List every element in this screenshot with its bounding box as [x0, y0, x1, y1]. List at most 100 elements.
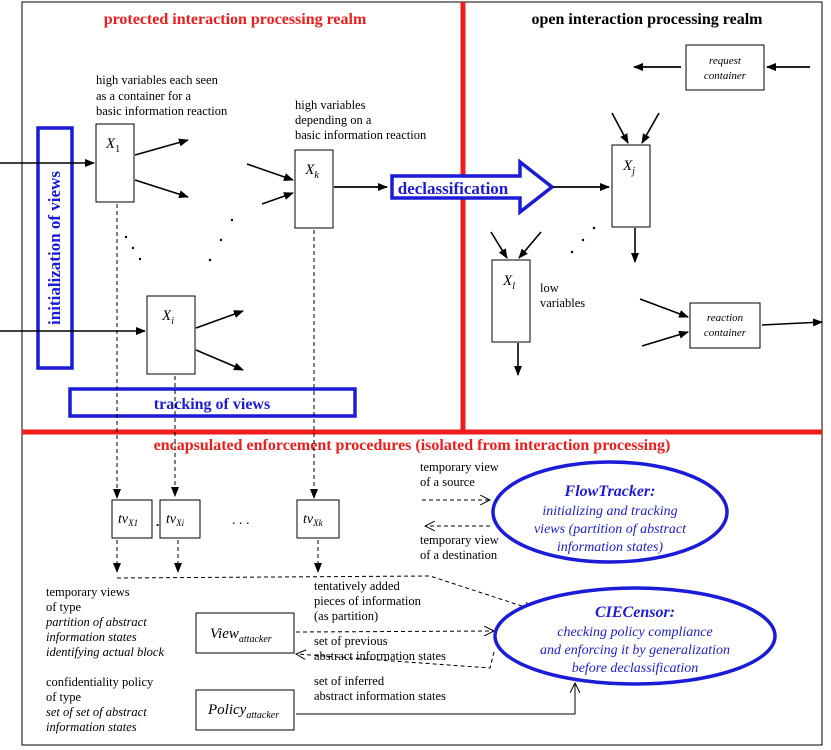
ellipsis-dots-right — [570, 226, 596, 254]
protected-realm-title: protected interaction processing realm — [104, 11, 367, 28]
xl-in-arrow-1 — [490, 231, 508, 259]
xk-box — [294, 149, 334, 229]
tracking-label: tracking of views — [154, 396, 270, 413]
temp-destination-label-2: of a destination — [420, 548, 498, 562]
reaction-container-label-2: container — [704, 327, 747, 339]
ciecensor-desc-1: checking policy compliance — [557, 625, 712, 640]
tv-x1-label: tvX1 — [118, 512, 138, 528]
xj-in-arrow-2 — [641, 112, 660, 144]
conf-policy-label: confidentiality policy of type set of se… — [46, 675, 154, 734]
svg-text:basic information reaction: basic information reaction — [96, 104, 228, 118]
xj-in-arrow-1 — [611, 112, 629, 144]
tv-dots-wide: . . . — [232, 513, 250, 528]
svg-text:tentatively added: tentatively added — [314, 579, 400, 593]
x1-label: X1 — [105, 136, 120, 155]
tentatively-label: tentatively added pieces of information … — [314, 579, 422, 623]
tv-xk-label: tvXk — [303, 512, 324, 528]
xk-in-arrow-2 — [261, 192, 294, 205]
svg-text:identifying actual block: identifying actual block — [46, 645, 164, 659]
policy-attacker-label: Policyattacker — [207, 702, 279, 721]
svg-text:partition of abstract: partition of abstract — [45, 615, 147, 629]
xk-in-arrow-1 — [246, 163, 294, 181]
temp-views-type-label: temporary views of type partition of abs… — [45, 585, 164, 659]
reaction-container-label-1: reaction — [707, 312, 744, 324]
xi-box — [146, 295, 196, 375]
reaction-in-arrow-1 — [639, 298, 689, 318]
low-variables-label-2: variables — [540, 296, 585, 310]
flowtracker-desc-2: views (partition of abstract — [534, 522, 687, 537]
ciecensor-desc-3: before declassification — [572, 661, 699, 676]
svg-text:set of previous: set of previous — [314, 634, 388, 648]
svg-text:depending on a: depending on a — [295, 113, 372, 127]
request-container-box — [685, 44, 765, 91]
declassification-label: declassification — [398, 179, 509, 198]
request-container-label-1: request — [709, 55, 742, 67]
view-tracking-lines — [113, 204, 318, 499]
svg-text:temporary views: temporary views — [46, 585, 130, 599]
xl-box — [491, 259, 531, 343]
x1-out-arrow-2 — [134, 179, 189, 199]
open-realm-title: open interaction processing realm — [532, 11, 764, 28]
view-attacker-label: Viewattacker — [210, 626, 272, 645]
ciecensor-title: CIECensor: — [595, 604, 675, 621]
xl-label: Xl — [502, 273, 515, 292]
tv-xi-box — [159, 499, 201, 539]
svg-text:(as partition): (as partition) — [314, 609, 378, 623]
svg-text:information states: information states — [46, 720, 137, 734]
high-container-label: high variables each seen as a container … — [96, 73, 228, 118]
reaction-in-arrow-2 — [641, 330, 689, 347]
xl-in-arrow-2 — [518, 231, 542, 259]
flowtracker-ellipse — [491, 460, 729, 564]
flowtracker-desc-1: initializing and tracking — [542, 504, 677, 519]
xk-label: Xk — [304, 162, 319, 181]
x1-out-arrow-1 — [134, 138, 189, 156]
temp-source-label-1: temporary view — [420, 460, 499, 474]
reaction-container-box — [689, 302, 761, 349]
svg-text:abstract information states: abstract information states — [314, 649, 446, 663]
set-inferred-label: set of inferred abstract information sta… — [314, 674, 446, 703]
svg-text:confidentiality policy: confidentiality policy — [46, 675, 154, 689]
temp-destination-label-1: temporary view — [420, 533, 499, 547]
tv-xk-box — [296, 499, 340, 539]
xj-box — [611, 144, 651, 228]
request-container-label-2: container — [704, 70, 747, 82]
policy-to-censor-arrow — [296, 683, 575, 715]
declassification-arrow — [390, 158, 555, 216]
svg-text:of type: of type — [46, 600, 82, 614]
xj-label: Xj — [622, 158, 635, 177]
svg-text:set of set of abstract: set of set of abstract — [46, 705, 147, 719]
svg-text:high variables each seen: high variables each seen — [96, 73, 219, 87]
initialization-label: initialization of views — [45, 171, 64, 325]
policy-attacker-box — [195, 689, 295, 731]
ellipsis-dots-left — [124, 218, 234, 262]
tv-x1-box — [111, 499, 153, 539]
view-to-censor-arrow — [295, 631, 494, 632]
xi-out-arrow-2 — [195, 349, 244, 371]
flowtracker-desc-3: information states) — [557, 540, 664, 555]
enforcement-title: encapsulated enforcement procedures (iso… — [154, 437, 671, 454]
svg-text:high variables: high variables — [295, 98, 366, 112]
high-depending-label: high variables depending on a basic info… — [295, 98, 427, 142]
svg-text:pieces of information: pieces of information — [314, 594, 422, 608]
ciecensor-ellipse — [493, 586, 777, 686]
xi-out-arrow-1 — [195, 310, 244, 329]
outer-frame — [21, 1, 823, 746]
set-previous-label: set of previous abstract information sta… — [314, 634, 446, 663]
svg-text:abstract information states: abstract information states — [314, 689, 446, 703]
flowtracker-title: FlowTracker: — [564, 483, 656, 500]
svg-text:as a container for a: as a container for a — [96, 89, 192, 103]
initialization-box — [36, 126, 74, 370]
svg-text:of type: of type — [46, 690, 82, 704]
svg-text:information states: information states — [46, 630, 137, 644]
reaction-out-arrow — [761, 318, 823, 327]
svg-text:set of inferred: set of inferred — [314, 674, 385, 688]
xi-label: Xi — [161, 308, 174, 327]
view-attacker-box — [195, 612, 295, 654]
low-variables-label-1: low — [540, 281, 559, 295]
ciecensor-desc-2: and enforcing it by generalization — [540, 643, 730, 658]
tv-to-censor-lines — [113, 540, 534, 610]
temp-source-label-2: of a source — [420, 475, 475, 489]
svg-text:basic information reaction: basic information reaction — [295, 128, 427, 142]
censor-to-view-arrow — [296, 652, 495, 669]
